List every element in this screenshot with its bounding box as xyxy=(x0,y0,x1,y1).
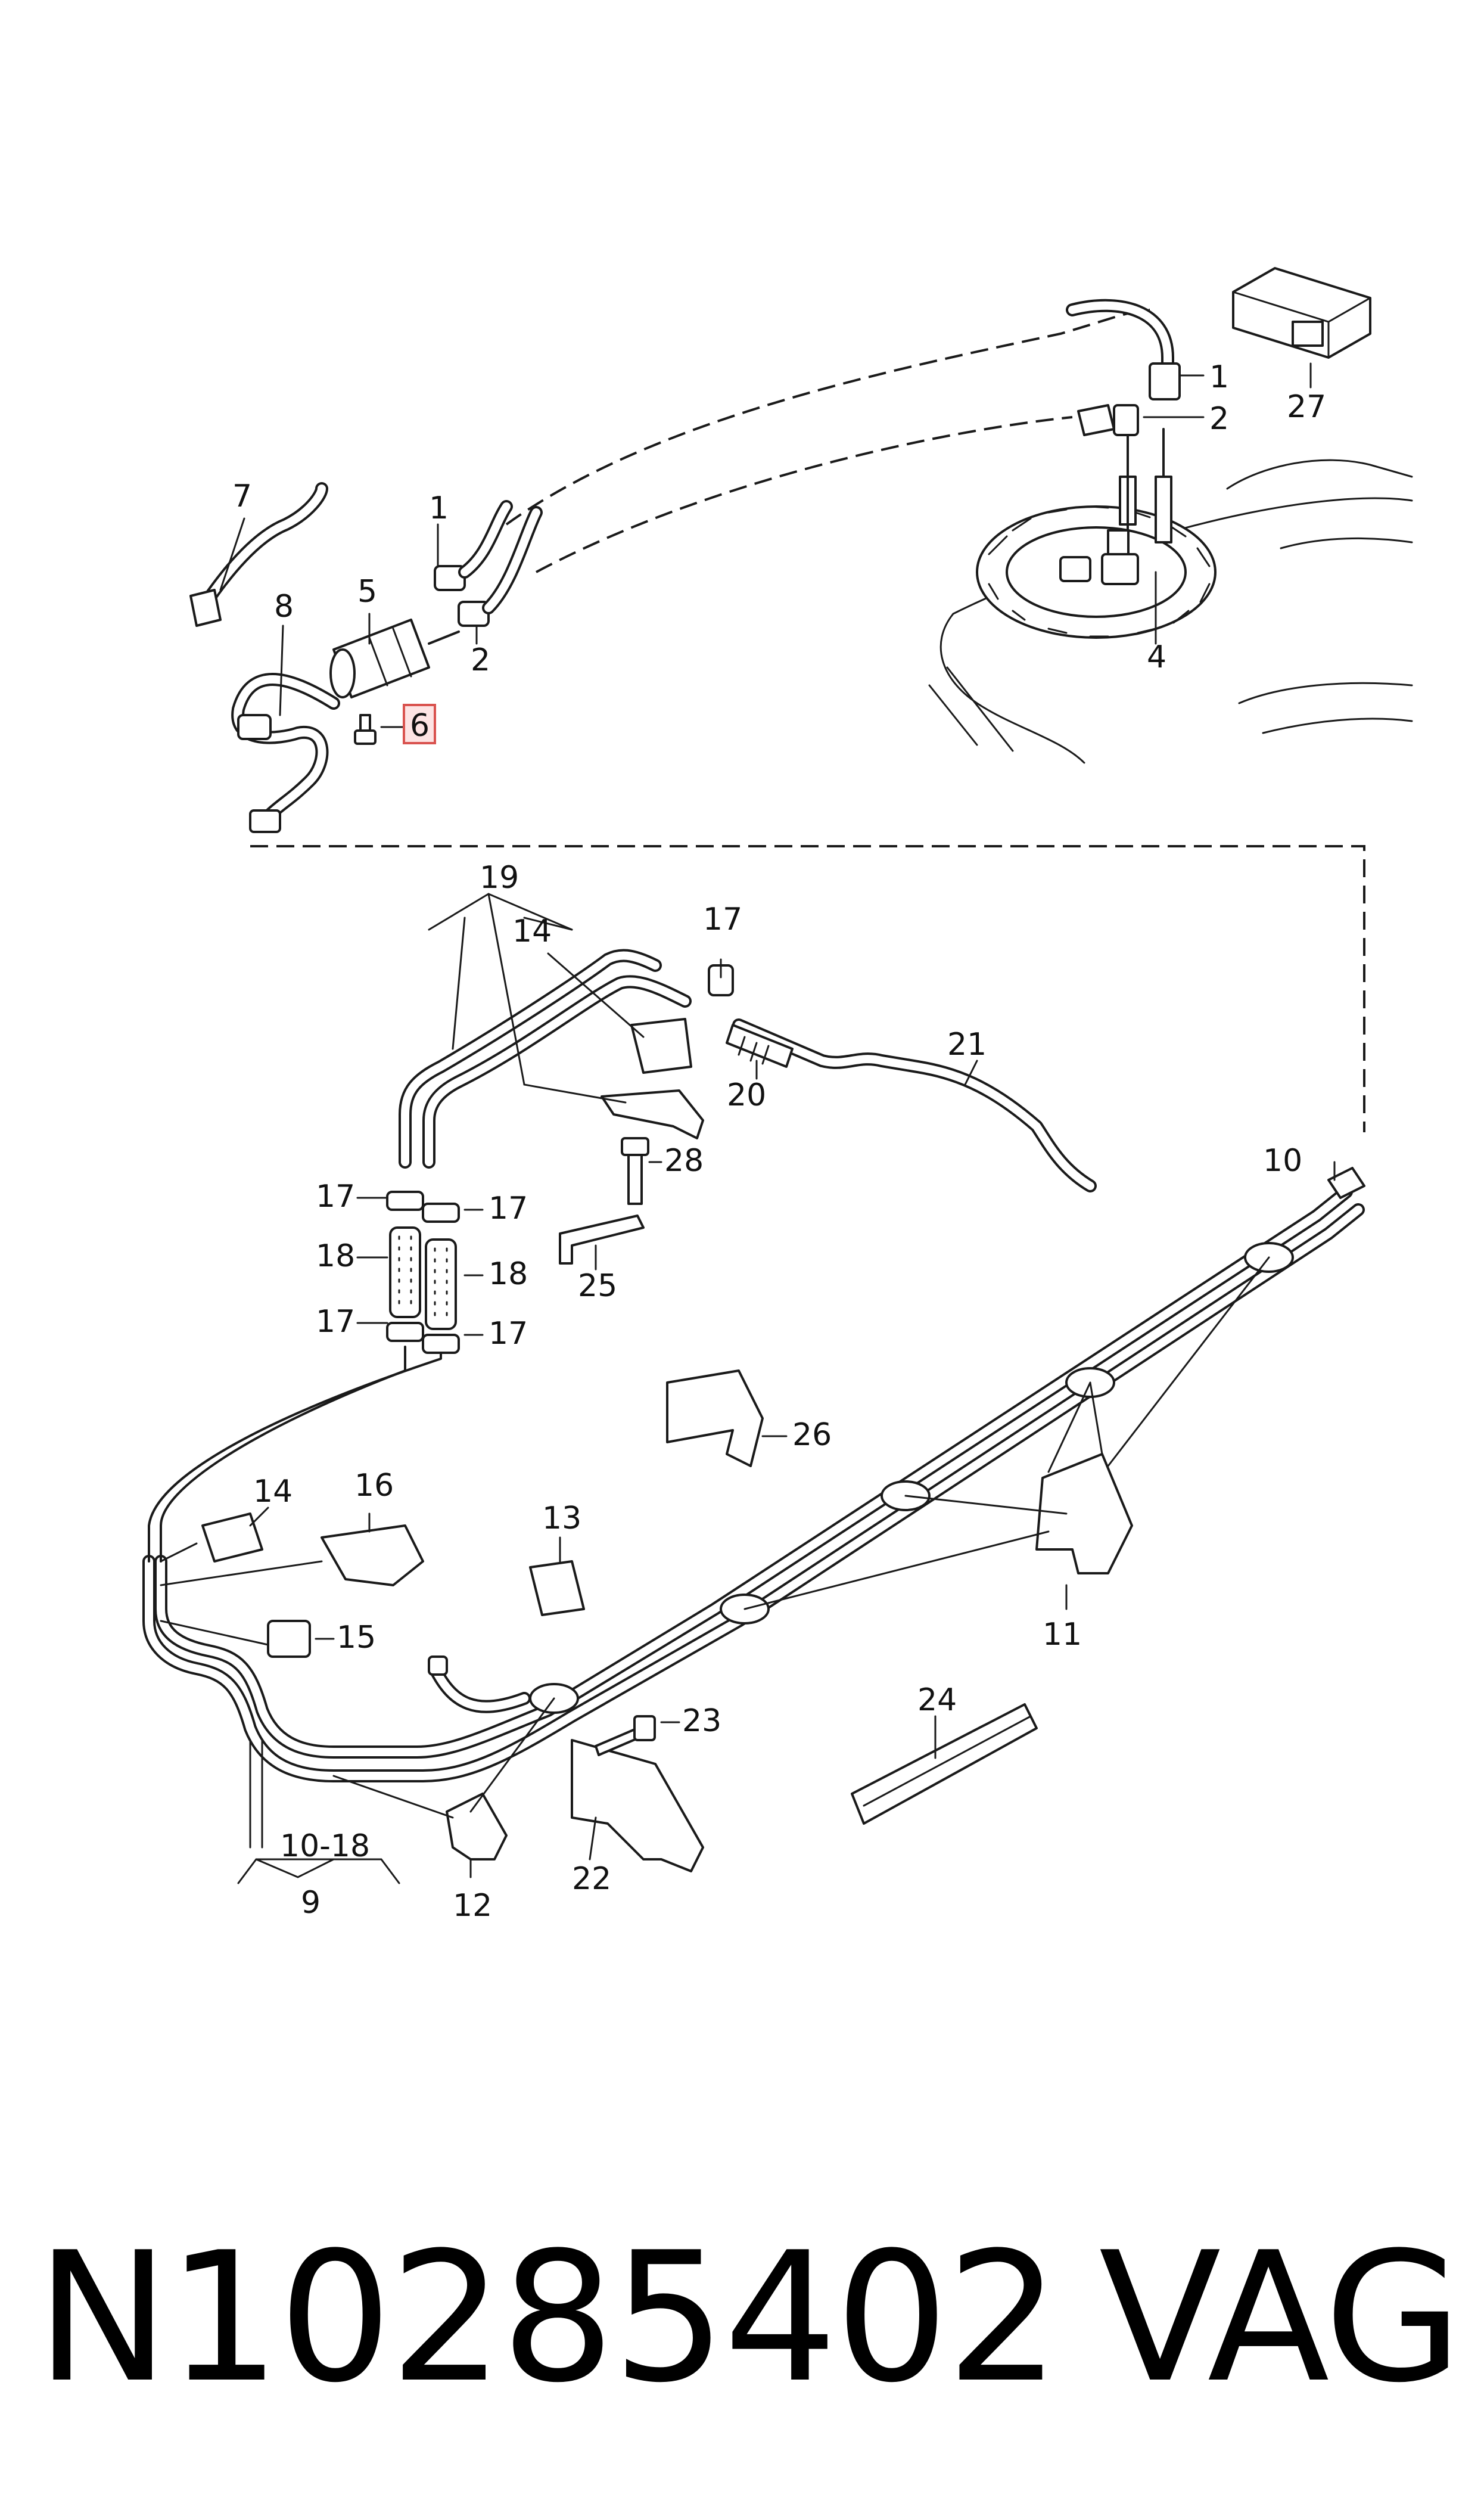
control-unit-27 xyxy=(1232,267,1371,359)
pipe-assembly-19 xyxy=(399,949,1097,1192)
callout-25: 25 xyxy=(578,1268,617,1304)
callout-10-18: 10-18 xyxy=(280,1828,370,1864)
callout-24: 24 xyxy=(917,1682,957,1718)
callout-19: 19 xyxy=(480,860,519,896)
connector-10 xyxy=(1327,1167,1365,1199)
return-line-dashed xyxy=(505,309,1150,526)
callout-2-filter: 2 xyxy=(471,642,490,678)
callout-6[interactable]: 6 xyxy=(410,708,430,744)
callout-1-filter: 1 xyxy=(429,490,449,526)
callout-21: 21 xyxy=(947,1027,987,1063)
tank-ring-teeth xyxy=(988,505,1211,638)
callout-17-b: 17 xyxy=(489,1191,528,1226)
callout-12: 12 xyxy=(453,1888,492,1924)
bolt-6 xyxy=(354,714,377,745)
hose-18-b xyxy=(425,1238,457,1330)
holder-11 xyxy=(1035,1453,1133,1574)
protective-strip-24 xyxy=(851,1703,1038,1825)
hose-7-end xyxy=(189,589,222,627)
callout-22: 22 xyxy=(572,1861,611,1897)
part-number: N10285402 xyxy=(36,2214,1060,2422)
callout-11: 11 xyxy=(1043,1617,1082,1653)
callout-16: 16 xyxy=(354,1468,394,1504)
callout-15: 15 xyxy=(337,1620,376,1655)
footer: N10285402 VAG xyxy=(0,2205,1484,2473)
connector-1-tank xyxy=(1149,362,1181,400)
hose-8-end xyxy=(249,809,281,833)
connector-2-tank xyxy=(1113,404,1139,436)
connector-20 xyxy=(726,1024,794,1068)
callout-26: 26 xyxy=(792,1417,832,1453)
bolt-28 xyxy=(627,1149,643,1205)
reference-line-dashed xyxy=(250,845,1365,1132)
supply-line-dashed xyxy=(536,416,1073,573)
callout-17-upper: 17 xyxy=(703,902,742,937)
callout-2-tank: 2 xyxy=(1209,401,1229,437)
clamp-17-a xyxy=(386,1191,424,1211)
clip-15 xyxy=(267,1620,311,1658)
clip-14-upper xyxy=(630,1018,692,1074)
callout-17-a: 17 xyxy=(316,1179,355,1215)
clamp-17-b xyxy=(422,1203,460,1223)
brand-label: VAG xyxy=(1099,2214,1463,2422)
callout-14-lower: 14 xyxy=(253,1474,293,1509)
holder-16 xyxy=(321,1524,424,1586)
callout-23: 23 xyxy=(682,1703,721,1739)
clamp-17-d xyxy=(422,1334,460,1354)
bracket-upper xyxy=(601,1089,704,1139)
clamp-17-c xyxy=(386,1322,424,1342)
callout-14-upper: 14 xyxy=(512,914,552,949)
callout-leaders xyxy=(219,362,1336,1884)
hose-18-a xyxy=(389,1226,421,1318)
callout-7: 7 xyxy=(232,479,252,514)
callout-10: 10 xyxy=(1263,1143,1302,1179)
holder-12 xyxy=(446,1793,508,1860)
parts-diagram: 1 2 27 4 7 8 5 1 2 6 19 14 17 21 20 10 2… xyxy=(142,267,1413,1924)
callout-4: 4 xyxy=(1147,639,1166,675)
hoses-18-and-clamps-17 xyxy=(386,1191,460,1354)
callout-5: 5 xyxy=(357,574,377,610)
clip-14-lower xyxy=(201,1512,263,1563)
bracket-25 xyxy=(559,1137,649,1265)
callout-17-d: 17 xyxy=(489,1316,528,1352)
callout-18-a: 18 xyxy=(316,1238,355,1274)
holder-26 xyxy=(666,1369,764,1467)
callout-1-tank: 1 xyxy=(1209,359,1229,395)
callout-17-c: 17 xyxy=(316,1304,355,1340)
callout-20: 20 xyxy=(727,1077,766,1113)
fuel-tank xyxy=(928,428,1413,764)
heat-shield-22 xyxy=(571,1739,704,1872)
callout-9: 9 xyxy=(301,1885,321,1921)
callout-8: 8 xyxy=(274,589,294,625)
callout-27: 27 xyxy=(1287,389,1326,425)
callout-13: 13 xyxy=(542,1501,581,1536)
callout-labels: 1 2 27 4 7 8 5 1 2 6 19 14 17 21 20 10 2… xyxy=(232,359,1326,1924)
callout-18-b: 18 xyxy=(489,1256,528,1292)
bolt-23 xyxy=(595,1715,656,1756)
callout-6-highlight xyxy=(403,704,436,744)
fuel-sender-unit xyxy=(1059,428,1172,585)
callout-28: 28 xyxy=(664,1143,704,1179)
damper-13 xyxy=(529,1560,585,1616)
fuel-filter-group xyxy=(189,482,543,833)
